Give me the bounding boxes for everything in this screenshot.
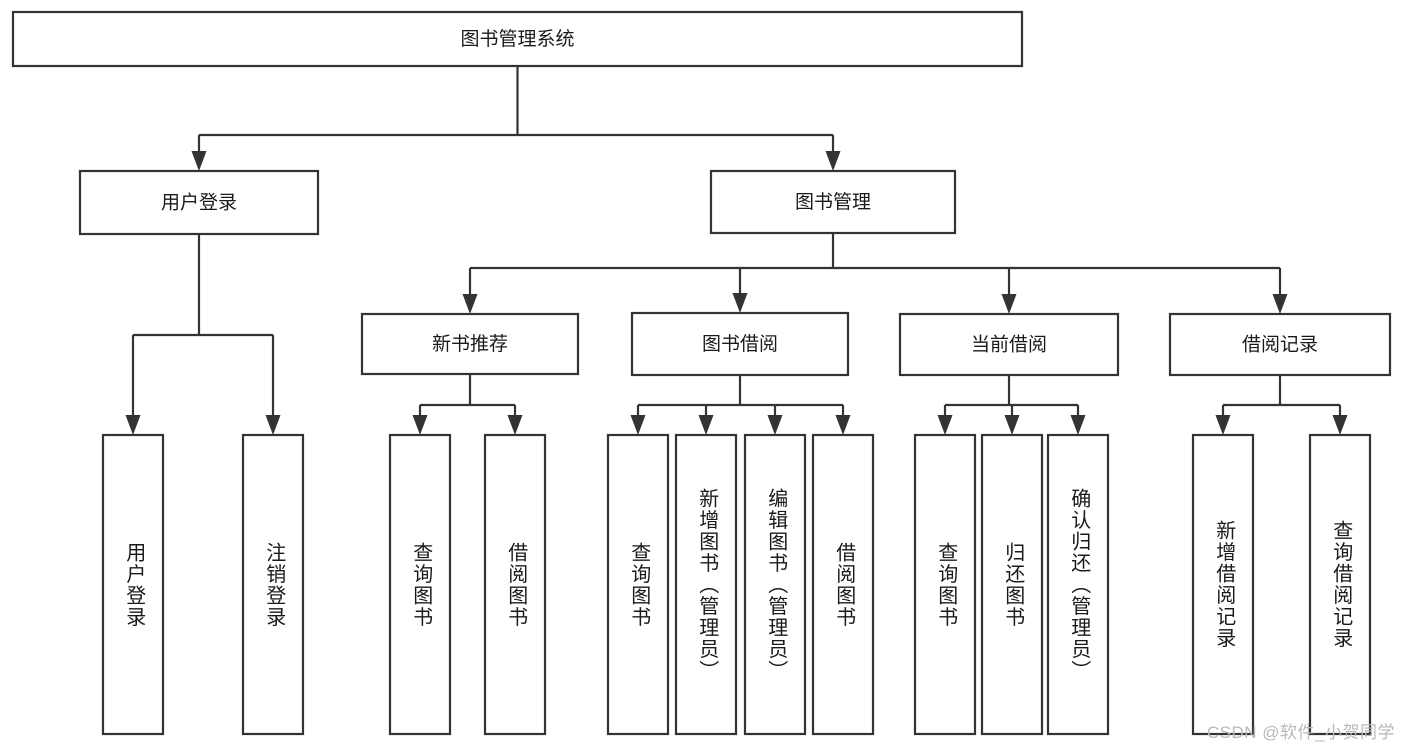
root-node-label: 图书管理系统	[460, 28, 574, 50]
level2-node-1-box[interactable]	[709, 169, 957, 235]
leaf-8-arrow-arrowhead	[937, 415, 953, 435]
leaf-node-box[interactable]	[606, 433, 670, 736]
leaf-2-arrow-arrowhead	[412, 415, 428, 435]
leaf-node-box[interactable]	[674, 433, 738, 736]
leaf-node-box[interactable]	[743, 433, 807, 736]
level2-1-arrow-arrowhead	[825, 151, 841, 171]
level3-node-0-box[interactable]	[360, 312, 580, 376]
level2-0-arrow-arrowhead	[191, 151, 207, 171]
leaf-1-arrow-arrowhead	[265, 415, 281, 435]
leaf-node-box[interactable]	[101, 433, 165, 736]
level3-node-0-label: 新书推荐	[432, 333, 508, 355]
leaf-node-box[interactable]	[388, 433, 452, 736]
level3-0-arrow-arrowhead	[462, 294, 478, 314]
level3-1-arrow-arrowhead	[732, 293, 748, 313]
root-node-box[interactable]	[11, 10, 1024, 68]
level2-node-0-label: 用户登录	[161, 192, 237, 214]
level3-node-1-box[interactable]	[630, 311, 850, 377]
leaf-node-box[interactable]	[1191, 433, 1255, 736]
leaf-7-arrow-arrowhead	[835, 415, 851, 435]
level3-node-3-box[interactable]	[1168, 312, 1392, 377]
level3-node-3-label: 借阅记录	[1242, 334, 1318, 356]
box-layer	[11, 10, 1392, 736]
level2-node-1-label: 图书管理	[795, 191, 871, 213]
leaf-10-arrow-arrowhead	[1070, 415, 1086, 435]
leaf-node-box[interactable]	[811, 433, 875, 736]
leaf-0-arrow-arrowhead	[125, 415, 141, 435]
level2-node-0-box[interactable]	[78, 169, 320, 236]
leaf-node-box[interactable]	[241, 433, 305, 736]
leaf-node-box[interactable]	[980, 433, 1044, 736]
csdn-watermark: CSDN @软件_小贺同学	[1206, 723, 1395, 742]
leaf-node-box[interactable]	[1308, 433, 1372, 736]
level3-node-2-label: 当前借阅	[971, 334, 1047, 356]
leaf-6-arrow-arrowhead	[767, 415, 783, 435]
leaf-5-arrow-arrowhead	[698, 415, 714, 435]
level3-2-arrow-arrowhead	[1001, 294, 1017, 314]
leaf-node-box[interactable]	[1046, 433, 1110, 736]
level3-node-1-label: 图书借阅	[702, 333, 778, 355]
connector-layer	[125, 66, 1348, 435]
level3-3-arrow-arrowhead	[1272, 294, 1288, 314]
leaf-11-arrow-arrowhead	[1215, 415, 1231, 435]
leaf-node-box[interactable]	[483, 433, 547, 736]
leaf-4-arrow-arrowhead	[630, 415, 646, 435]
level3-node-2-box[interactable]	[898, 312, 1120, 377]
leaf-12-arrow-arrowhead	[1332, 415, 1348, 435]
leaf-node-box[interactable]	[913, 433, 977, 736]
leaf-9-arrow-arrowhead	[1004, 415, 1020, 435]
leaf-3-arrow-arrowhead	[507, 415, 523, 435]
